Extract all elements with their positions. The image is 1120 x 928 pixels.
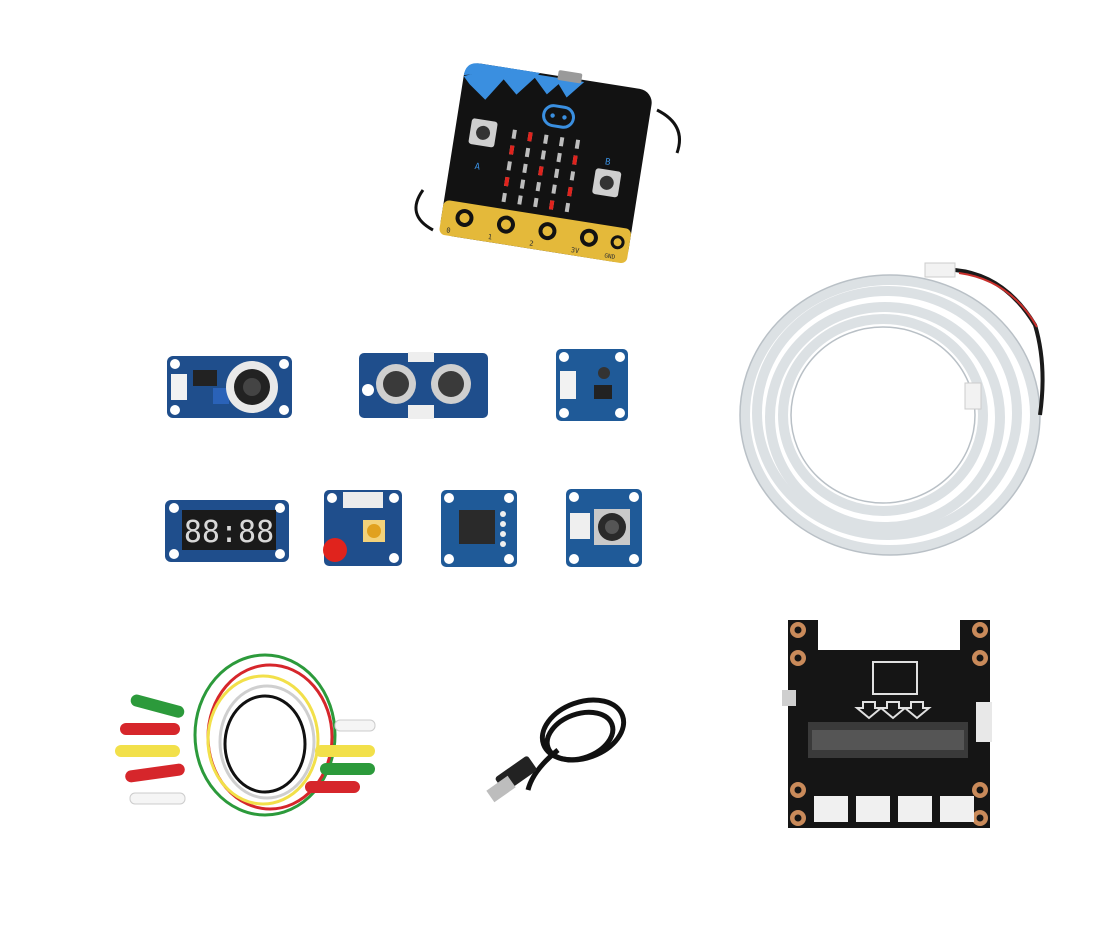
pin-0-label: 0 [446, 226, 451, 235]
pin-1-label: 1 [487, 233, 492, 242]
grove-light-sensor [552, 345, 632, 425]
button-b-label: B [604, 157, 611, 168]
microbit-board: A B 0 1 2 3V GND [395, 55, 695, 285]
usb-cable [486, 690, 638, 820]
grove-shield-for-microbit [778, 610, 1000, 838]
grove-4-digit-display: 88:88 [162, 495, 292, 570]
button-a-label: A [474, 162, 481, 173]
microbit-graphic: A B 0 1 2 3V GND [414, 63, 681, 264]
grove-ultrasonic-ranger [356, 350, 491, 425]
grove-speaker-module [163, 350, 296, 425]
grove-red-led [318, 486, 408, 571]
grove-sensor-module [437, 486, 521, 571]
grove-rotary-angle-sensor [562, 483, 646, 571]
digit-display-value: 88:88 [184, 515, 274, 550]
alligator-clip-cables [105, 645, 395, 825]
led-strip [735, 255, 1055, 565]
pin-2-label: 2 [529, 240, 534, 249]
pin-3v-label: 3V [570, 246, 580, 255]
pin-gnd-label: GND [604, 252, 616, 261]
